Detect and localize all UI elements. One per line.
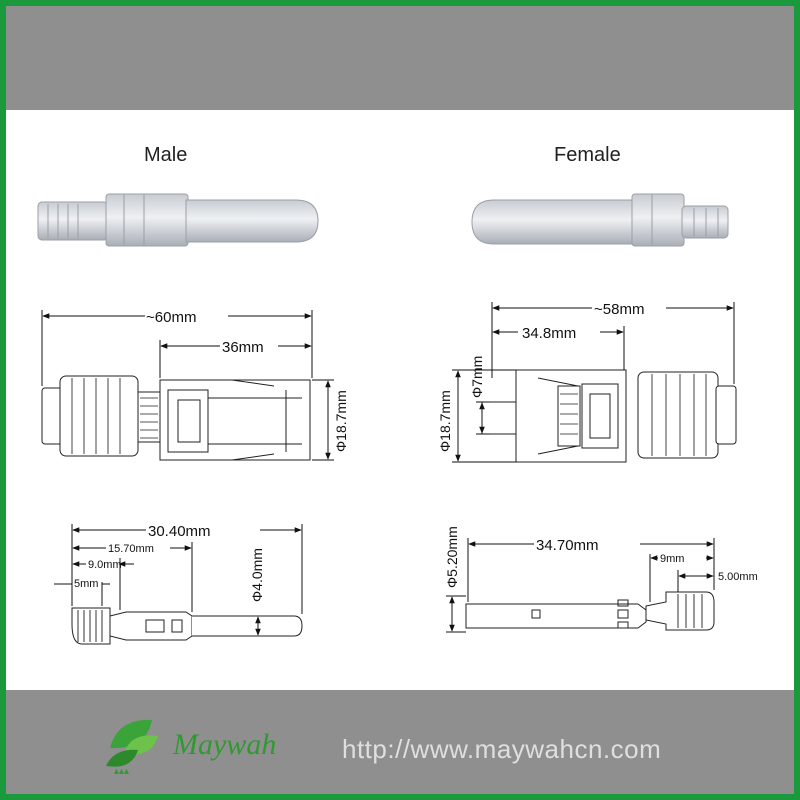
female-dimension-lines xyxy=(452,302,735,463)
socket-34-70-label: 34.70mm xyxy=(536,537,599,554)
pin-30-40-label: 30.40mm xyxy=(148,523,211,540)
svg-text:▴▴▴: ▴▴▴ xyxy=(114,766,129,777)
male-pin-drawing xyxy=(71,607,303,645)
pin-15-70-label: 15.70mm xyxy=(108,543,154,555)
website-url[interactable]: http://www.maywahcn.com xyxy=(342,734,662,764)
male-assembly-drawing xyxy=(41,375,311,461)
socket-9-label: 9mm xyxy=(660,553,684,565)
female-socket-dimension-lines xyxy=(446,538,715,633)
male-title: Male xyxy=(144,144,188,166)
female-dia-7-label: Φ7mm xyxy=(469,356,485,398)
socket-5-00-label: 5.00mm xyxy=(718,571,758,583)
female-socket-drawing xyxy=(465,591,715,631)
female-render xyxy=(471,193,729,247)
technical-drawing: ~60mm 36mm Φ18.7mm ~58mm 34.8mm Φ7mm Φ18… xyxy=(37,193,758,777)
female-34-8-label: 34.8mm xyxy=(522,325,576,342)
female-assembly-drawing xyxy=(481,369,737,463)
male-diameter-label: Φ18.7mm xyxy=(333,390,349,452)
female-dia-18-7-label: Φ18.7mm xyxy=(437,390,453,452)
male-pin-dimension-lines xyxy=(54,524,303,636)
male-dimension-lines xyxy=(41,310,334,461)
female-title: Female xyxy=(554,144,621,166)
male-36-label: 36mm xyxy=(222,339,264,356)
pin-diameter-label: Φ4.0mm xyxy=(249,548,265,602)
brand-name: Maywah xyxy=(173,728,277,761)
product-sheet: Male Female xyxy=(6,6,794,794)
socket-diameter-label: Φ5.20mm xyxy=(444,526,460,588)
female-length-label: ~58mm xyxy=(594,301,644,318)
top-gray-band xyxy=(6,6,794,110)
pin-9-0-label: 9.0mm xyxy=(88,559,122,571)
maywah-leaf-logo-icon: ▴▴▴ xyxy=(106,719,158,777)
male-render xyxy=(37,193,319,247)
male-length-label: ~60mm xyxy=(146,309,196,326)
pin-5-label: 5mm xyxy=(74,578,98,590)
